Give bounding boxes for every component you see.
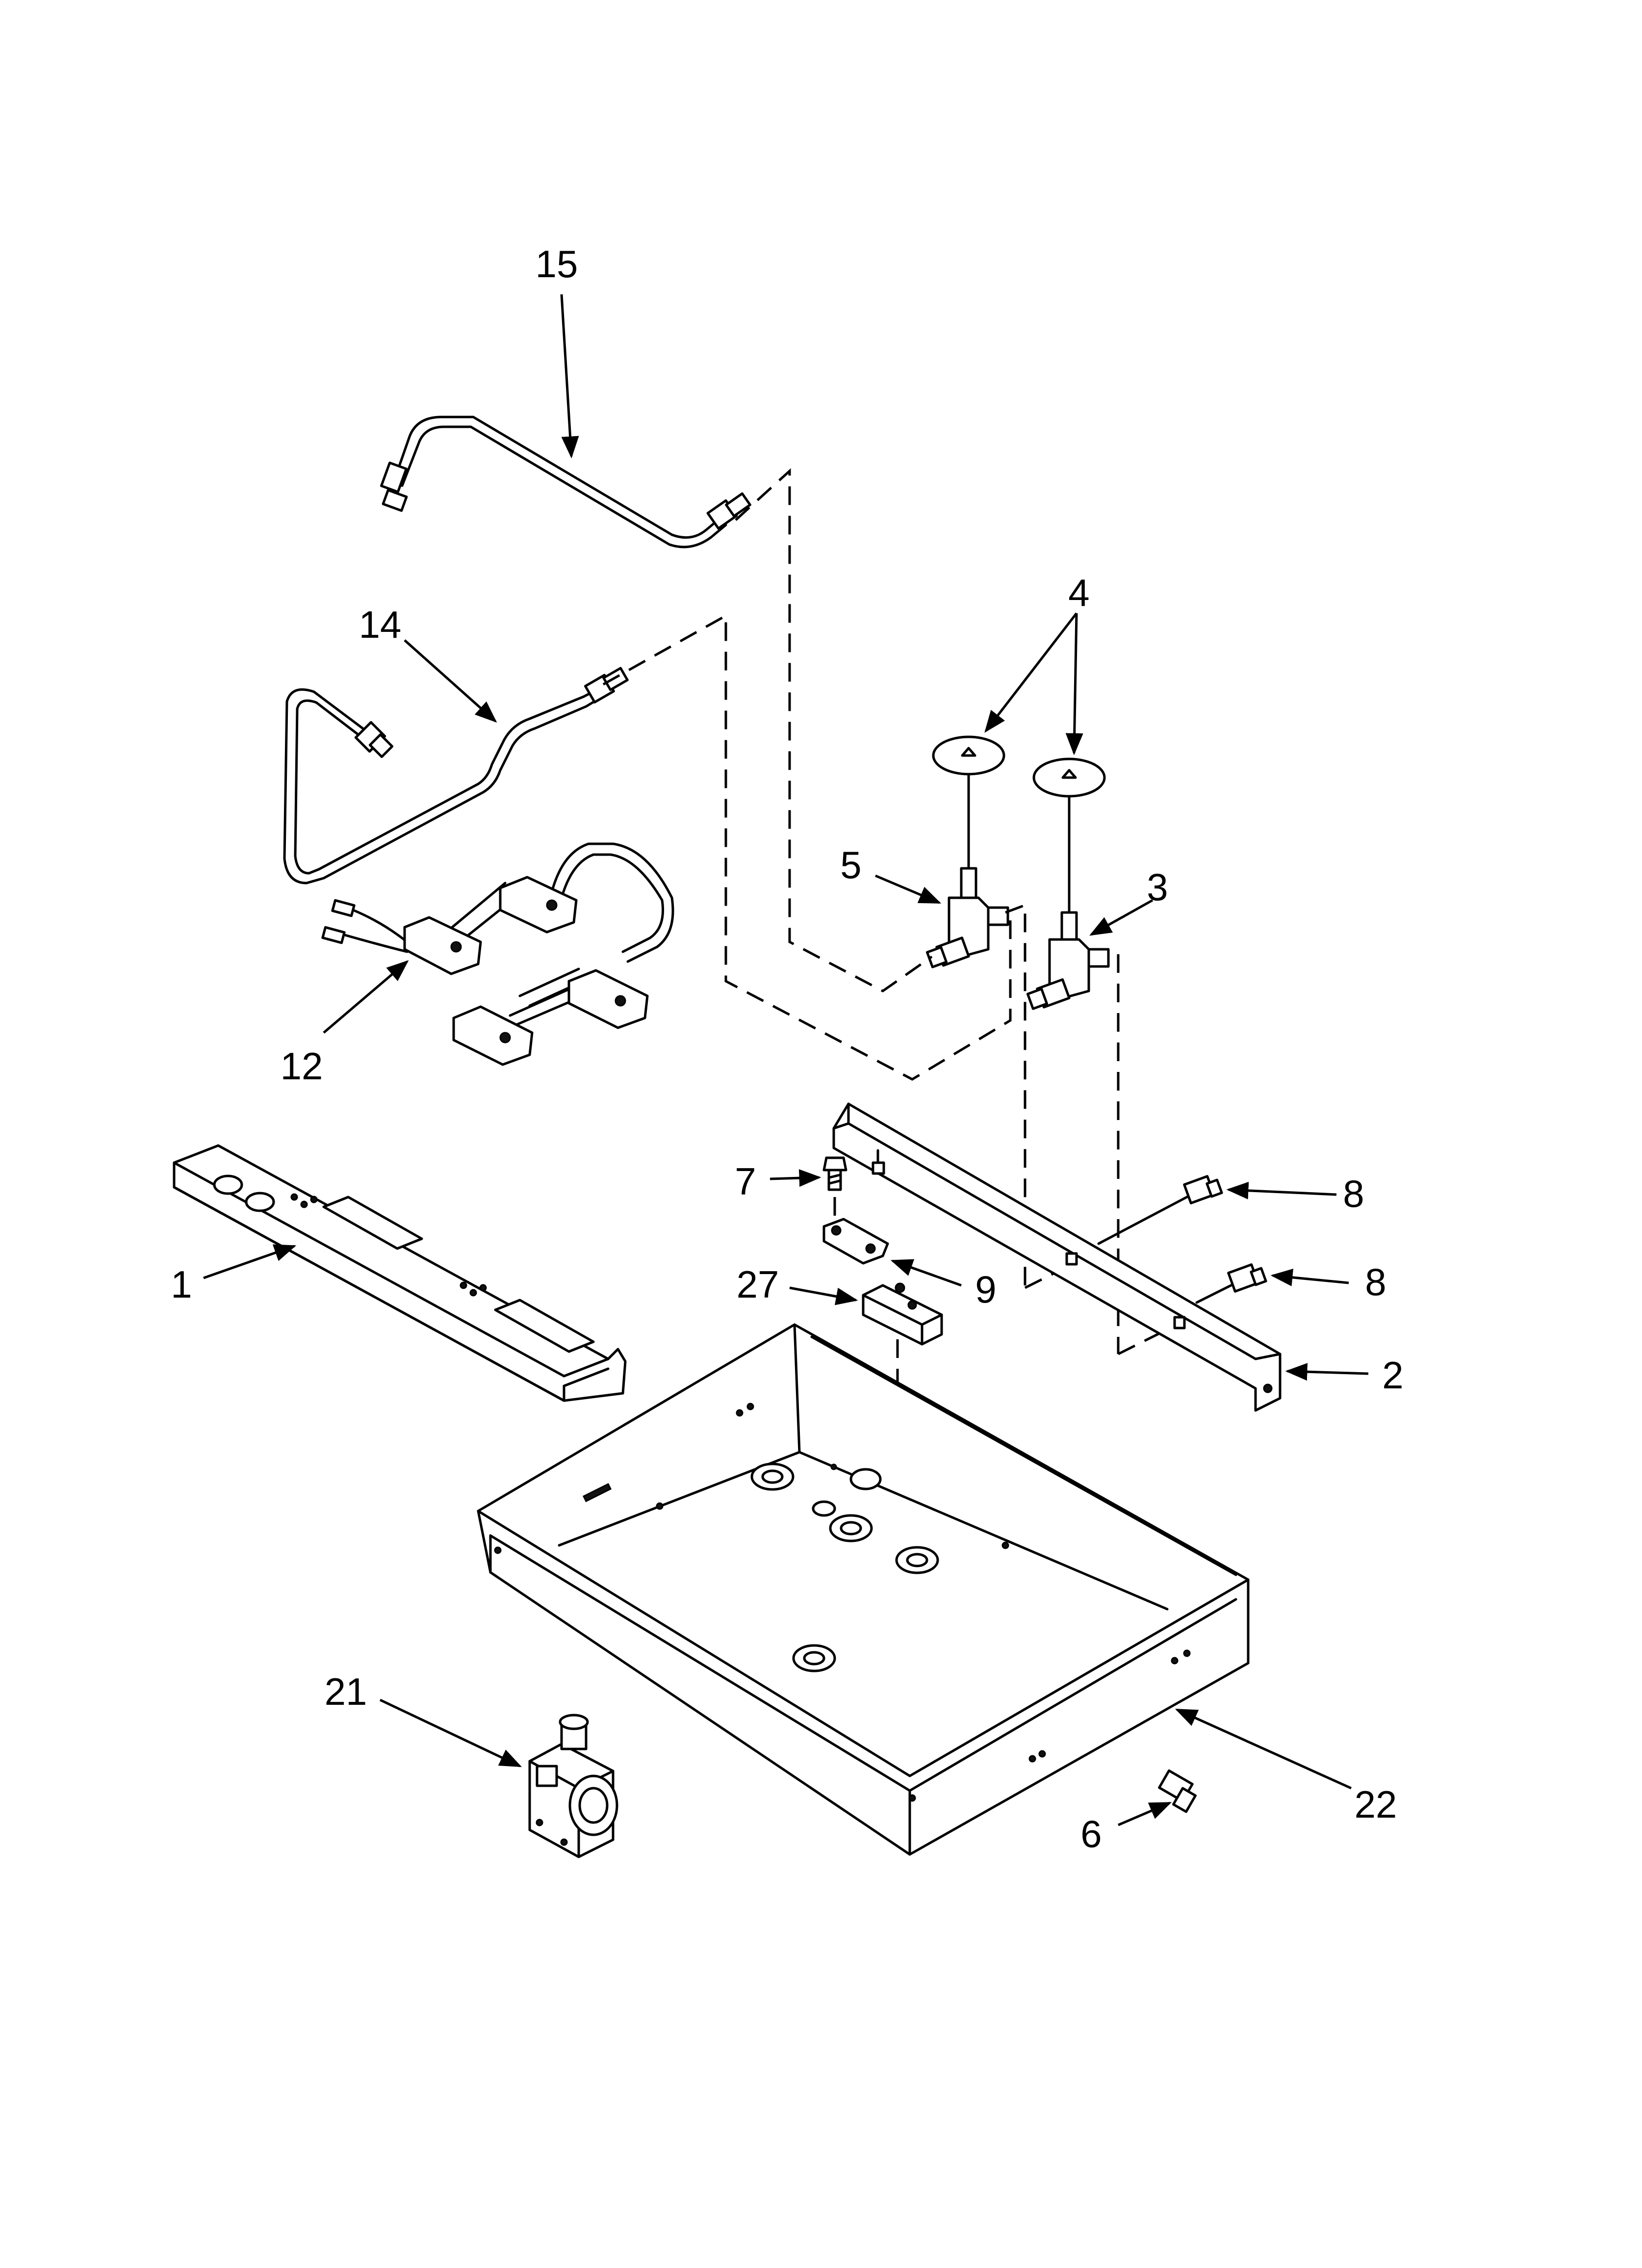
callout-3: 3: [1147, 865, 1168, 909]
part-15-tube[interactable]: [380, 416, 751, 548]
callout-22: 22: [1355, 1783, 1397, 1826]
callout-4: 4: [1068, 571, 1089, 614]
callout-12: 12: [281, 1044, 323, 1088]
part-1-bracket[interactable]: [173, 1144, 627, 1402]
part-7-screw[interactable]: [822, 1156, 847, 1222]
part-9-plate[interactable]: [822, 1218, 889, 1265]
callout-7: 7: [735, 1160, 756, 1203]
callout-9: 9: [975, 1268, 996, 1311]
callout-15: 15: [536, 242, 578, 286]
callout-5: 5: [840, 843, 861, 886]
part-3-valve[interactable]: [1026, 911, 1110, 1010]
part-12-harness[interactable]: [321, 842, 674, 1066]
part-5-valve[interactable]: [925, 867, 1009, 968]
part-6-screw[interactable]: [1158, 1769, 1197, 1813]
callout-labels: 15 14 4 5 3 12 7 8 8 9 27 1 2 21 22 6: [171, 242, 1403, 1855]
part-22-burner-box[interactable]: [477, 1323, 1250, 1856]
part-21-regulator[interactable]: [528, 1714, 618, 1858]
callout-8-upper: 8: [1343, 1172, 1364, 1215]
part-14-tube[interactable]: [283, 667, 629, 885]
part-8-screws[interactable]: [1097, 1175, 1267, 1304]
callout-14: 14: [359, 603, 402, 646]
callout-21: 21: [325, 1670, 367, 1713]
callout-6: 6: [1080, 1812, 1102, 1855]
part-2-bracket[interactable]: [832, 1102, 1282, 1412]
callout-27: 27: [737, 1263, 779, 1306]
callout-8-lower: 8: [1365, 1260, 1386, 1303]
callout-2: 2: [1382, 1354, 1403, 1397]
callout-1: 1: [171, 1263, 192, 1306]
part-4-caps[interactable]: [932, 735, 1106, 916]
leader-lines: [203, 294, 1369, 1826]
part-27-block[interactable]: [862, 1282, 943, 1346]
assembly-dashed-lines: [602, 468, 1178, 1536]
